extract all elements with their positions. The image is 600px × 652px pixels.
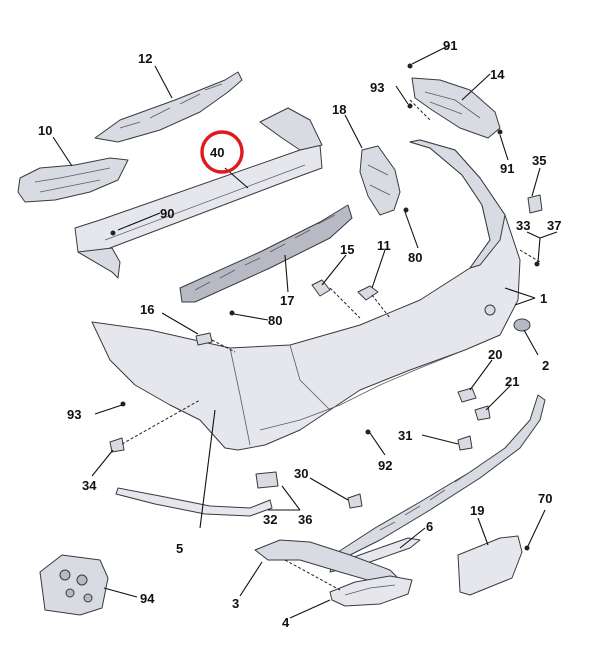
- part-18-side-bracket[interactable]: [359, 145, 401, 216]
- label-11[interactable]: 11: [377, 238, 391, 253]
- part-14-bracket[interactable]: [411, 77, 501, 139]
- part-34-clip[interactable]: [109, 437, 125, 453]
- part-2-cap[interactable]: [513, 318, 531, 332]
- label-37[interactable]: 37: [547, 218, 561, 233]
- label-31[interactable]: 31: [398, 428, 412, 443]
- label-94[interactable]: 94: [140, 591, 155, 606]
- label-21[interactable]: 21: [505, 374, 519, 389]
- label-33[interactable]: 33: [516, 218, 530, 233]
- part-16-clip[interactable]: [195, 332, 213, 346]
- label-5[interactable]: 5: [176, 541, 183, 556]
- part-19-plate[interactable]: [457, 535, 523, 596]
- part-35-clip[interactable]: [527, 194, 543, 214]
- part-15-clip[interactable]: [311, 279, 331, 297]
- label-93-left[interactable]: 93: [67, 407, 81, 422]
- label-18[interactable]: 18: [332, 102, 346, 117]
- part-17-absorber[interactable]: [179, 204, 353, 303]
- part-5-trim-strip[interactable]: [115, 487, 273, 517]
- part-1-bumper-cover[interactable]: [91, 139, 521, 451]
- label-20[interactable]: 20: [488, 347, 502, 362]
- part-31-clip[interactable]: [457, 435, 473, 451]
- part-20-clip[interactable]: [457, 387, 477, 403]
- label-4[interactable]: 4: [282, 615, 290, 630]
- label-16[interactable]: 16: [140, 302, 154, 317]
- label-93-top[interactable]: 93: [370, 80, 384, 95]
- label-90[interactable]: 90: [160, 206, 174, 221]
- label-17[interactable]: 17: [280, 293, 294, 308]
- fastener-92: [365, 429, 371, 435]
- part-32-36-clip[interactable]: [255, 471, 279, 489]
- fastener-80-right: [403, 207, 409, 213]
- label-91-right[interactable]: 91: [500, 161, 514, 176]
- label-80-right[interactable]: 80: [408, 250, 422, 265]
- label-6[interactable]: 6: [426, 519, 433, 534]
- label-70[interactable]: 70: [538, 491, 552, 506]
- label-40[interactable]: 40: [210, 145, 224, 160]
- label-80-left[interactable]: 80: [268, 313, 282, 328]
- part-11-clip[interactable]: [357, 285, 379, 301]
- leader-lines: [52, 44, 558, 619]
- label-2[interactable]: 2: [542, 358, 549, 373]
- fastener-70: [524, 545, 530, 551]
- fastener-93-top: [407, 103, 413, 109]
- label-30[interactable]: 30: [294, 466, 308, 481]
- label-15[interactable]: 15: [340, 242, 354, 257]
- part-30-clip[interactable]: [347, 493, 363, 509]
- label-35[interactable]: 35: [532, 153, 546, 168]
- label-14[interactable]: 14: [490, 67, 505, 82]
- label-1[interactable]: 1: [540, 291, 547, 306]
- label-34[interactable]: 34: [82, 478, 97, 493]
- label-12[interactable]: 12: [138, 51, 152, 66]
- label-91-top[interactable]: 91: [443, 38, 457, 53]
- label-92[interactable]: 92: [378, 458, 392, 473]
- label-10[interactable]: 10: [38, 123, 52, 138]
- highlight-circle: [200, 130, 244, 174]
- fastener-90: [110, 230, 116, 236]
- fastener-33-37: [534, 261, 540, 267]
- label-19[interactable]: 19: [470, 503, 484, 518]
- part-94-fastener-kit[interactable]: [39, 554, 109, 616]
- fastener-91-top: [407, 63, 413, 69]
- part-10-bracket[interactable]: [17, 157, 129, 203]
- fastener-80-left: [229, 310, 235, 316]
- fastener-91-right: [497, 129, 503, 135]
- label-32[interactable]: 32: [263, 512, 277, 527]
- part-12-bracket[interactable]: [94, 71, 243, 143]
- part-4-reflector[interactable]: [329, 575, 413, 607]
- label-3[interactable]: 3: [232, 596, 239, 611]
- part-40-reinforcement-beam[interactable]: [74, 107, 323, 279]
- label-36[interactable]: 36: [298, 512, 312, 527]
